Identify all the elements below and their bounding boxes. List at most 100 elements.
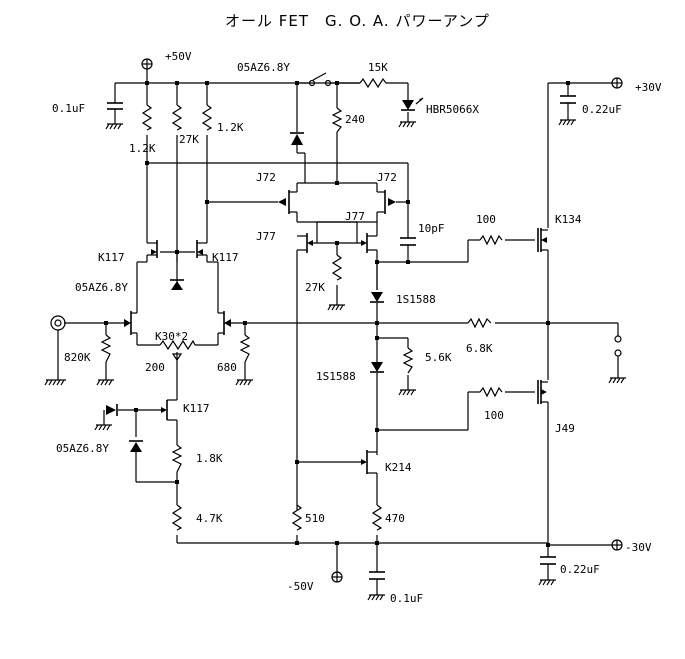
resistor-510 (291, 504, 303, 531)
led-hbr5066x (401, 97, 424, 111)
label-zener-bottom: 05AZ6.8Y (56, 442, 109, 455)
label-j72-left: J72 (256, 171, 276, 184)
zener-bottom-shunt (129, 440, 143, 452)
fet-j77-left (297, 233, 337, 253)
label-zener-top: 05AZ6.8Y (237, 61, 290, 74)
label-j49: J49 (555, 422, 575, 435)
label-rail-n50: -50V (287, 580, 314, 593)
label-r-200: 200 (145, 361, 165, 374)
label-r-1k8: 1.8K (196, 452, 223, 465)
label-k30: K30*2 (155, 330, 188, 343)
terminals (50, 58, 623, 583)
capacitor-022uf-bottom (540, 556, 556, 565)
capacitor-10pf (400, 237, 416, 246)
capacitors (107, 95, 576, 580)
fet-k214 (361, 450, 377, 474)
label-d-1s1588-a: 1S1588 (396, 293, 436, 306)
label-r-1k2-a: 1.2K (129, 142, 156, 155)
component-labels: +50V 05AZ6.8Y 15K HBR5066X 0.1uF 1.2K 27… (52, 50, 662, 605)
fet-k134 (528, 228, 548, 252)
label-k134: K134 (555, 213, 582, 226)
resistor-6k8 (467, 317, 492, 329)
resistor-27k-b (331, 254, 343, 281)
resistor-200-pot (159, 339, 196, 351)
label-c-022uf-top: 0.22uF (582, 103, 622, 116)
diode-1s1588-b (370, 362, 384, 373)
label-r-470: 470 (385, 512, 405, 525)
capacitor-01uf-top (107, 102, 123, 110)
diode-1s1588-a (370, 292, 384, 303)
fet-k117-right (196, 240, 207, 258)
resistor-240 (331, 107, 343, 133)
terminal-p50 (141, 58, 153, 70)
fet-j72-right (377, 190, 408, 214)
label-r-15k: 15K (368, 61, 388, 74)
label-zener-mid: 05AZ6.8Y (75, 281, 128, 294)
fet-k30-right (218, 311, 231, 335)
label-c-01uf-top: 0.1uF (52, 102, 85, 115)
resistor-680 (239, 334, 251, 363)
resistors (100, 77, 503, 531)
label-k117-bottom: K117 (183, 402, 210, 415)
fet-j49 (528, 380, 548, 404)
fet-j72-left (278, 190, 297, 214)
label-rail-n30: -30V (625, 541, 652, 554)
label-r-820k: 820K (64, 351, 91, 364)
label-r-680: 680 (217, 361, 237, 374)
label-r-27k-b: 27K (305, 281, 325, 294)
resistor-27k-a (171, 104, 183, 131)
junctions (104, 81, 570, 547)
label-r-1k2-b: 1.2K (217, 121, 244, 134)
label-led: HBR5066X (426, 103, 479, 116)
transistors (124, 190, 548, 474)
label-c-10pf: 10pF (418, 222, 445, 235)
capacitor-01uf-bottom (369, 571, 385, 580)
zener-bottom-series (106, 404, 118, 416)
diodes (106, 97, 424, 452)
resistor-100-a (479, 234, 503, 246)
label-r-240: 240 (345, 113, 365, 126)
speaker-terminals (614, 335, 622, 357)
label-c-01uf-bottom: 0.1uF (390, 592, 423, 605)
fet-k30-left (124, 311, 137, 335)
label-j72-right: J72 (377, 171, 397, 184)
label-d-1s1588-b: 1S1588 (316, 370, 356, 383)
zener-top (290, 132, 304, 145)
label-r-27k-a: 27K (179, 133, 199, 146)
resistor-1k2-b (201, 104, 213, 131)
resistor-15k (359, 77, 387, 89)
label-k117-left: K117 (98, 251, 125, 264)
terminal-n30 (611, 539, 623, 551)
label-j77-right: J77 (345, 210, 365, 223)
resistor-1k2-a (141, 104, 153, 131)
terminal-p30 (611, 77, 623, 89)
label-rail-p50: +50V (165, 50, 192, 63)
input-jack (50, 315, 66, 331)
label-r-100-a: 100 (476, 213, 496, 226)
capacitor-022uf-top (560, 95, 576, 104)
resistor-5k6 (402, 347, 414, 374)
resistor-4k7 (171, 504, 183, 531)
fet-k117-left (147, 240, 158, 258)
fet-k117-bottom (161, 399, 177, 421)
terminal-n50 (331, 571, 343, 583)
label-r-4k7: 4.7K (196, 512, 223, 525)
zener-mid (170, 279, 184, 290)
label-r-5k6: 5.6K (425, 351, 452, 364)
label-c-022uf-bottom: 0.22uF (560, 563, 600, 576)
resistor-470 (371, 504, 383, 531)
grounds (44, 119, 626, 601)
fet-j77-right (337, 222, 378, 253)
label-k117-right: K117 (212, 251, 239, 264)
diagram-title: オール FET G. O. A. パワーアンプ (225, 12, 490, 30)
label-rail-p30: +30V (635, 81, 662, 94)
label-r-100-b: 100 (484, 409, 504, 422)
label-j77-left: J77 (256, 230, 276, 243)
resistor-1k8 (171, 444, 183, 473)
label-r-6k8: 6.8K (466, 342, 493, 355)
resistor-100-b (479, 386, 503, 398)
label-k214: K214 (385, 461, 412, 474)
power-switch (308, 72, 332, 87)
label-r-510: 510 (305, 512, 325, 525)
